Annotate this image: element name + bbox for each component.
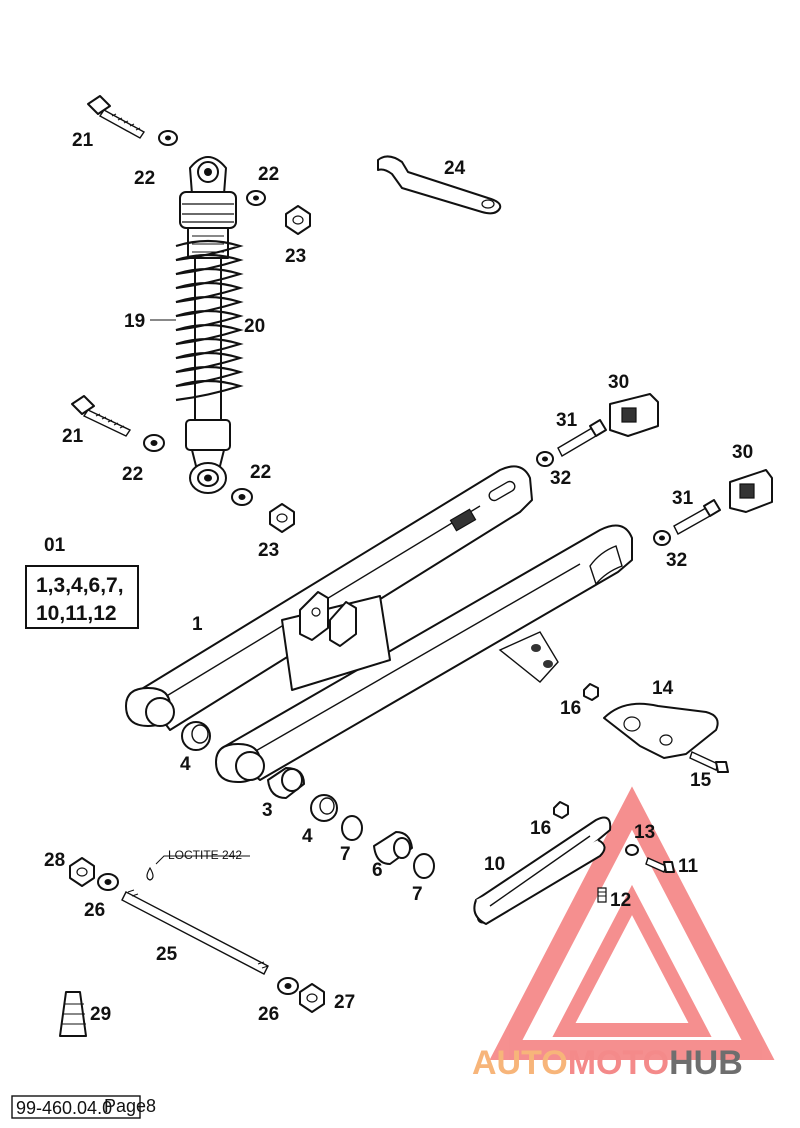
label-22-top-left: 22 [134,168,155,189]
bracket-30-upper [609,393,659,437]
footer-ref-box [11,1095,141,1119]
label-16-upper: 16 [560,698,581,719]
label-7-lower: 7 [412,884,423,905]
watermark-part-moto: MOTO [568,1044,669,1082]
label-13: 13 [634,822,655,843]
label-28: 28 [44,850,65,871]
nut-28 [69,857,95,887]
watermark-brand: AUTOMOTOHUB [472,1044,743,1082]
label-31-lower: 31 [672,488,694,509]
washer-26-right [277,977,299,995]
label-22-top-right: 22 [258,164,279,185]
nut-27 [299,983,325,1013]
watermark-logo-triangle [489,786,775,1060]
label-31-upper: 31 [556,410,578,431]
label-21-top: 21 [72,130,94,151]
label-32-lower: 32 [666,550,687,571]
label-22-bottom-left: 22 [122,464,143,485]
screw-11 [645,857,675,873]
label-4-lower: 4 [302,826,313,847]
washer-13 [625,844,639,856]
o-ring-7-lower [413,853,435,879]
label-14: 14 [652,678,674,699]
sleeve-6 [373,831,413,865]
label-30-upper: 30 [608,372,629,393]
o-ring-7-upper [341,815,363,841]
label-23-bottom: 23 [258,540,279,561]
label-3: 3 [262,800,273,821]
label-11: 11 [678,856,699,877]
nut-16-upper [583,683,599,701]
nut-23-bottom [269,503,295,533]
bracket-30-lower [729,469,773,513]
label-22-bottom-right: 22 [250,462,271,483]
label-1: 1 [192,614,203,635]
label-6: 6 [372,860,383,881]
label-15: 15 [690,770,712,791]
label-01: 01 [44,535,66,556]
kit-box-line-1: 1,3,4,6,7, [36,574,124,597]
label-12: 12 [610,890,631,911]
label-25: 25 [156,944,178,965]
bushing-4-upper [181,721,211,751]
washer-32-upper [536,451,554,467]
kit-box-01 [25,565,139,629]
label-10: 10 [484,854,505,875]
label-29: 29 [90,1004,111,1025]
shock-absorber-19 [179,156,237,494]
nut-23-top [285,205,311,235]
footer-ref: 99-460.04.0 [16,1098,112,1118]
footer-page: Page8 [104,1096,156,1116]
washer-22-top-right [246,190,266,206]
bolt-21-bottom [71,395,132,437]
label-4-upper: 4 [180,754,191,775]
needle-bearing-3 [267,767,305,799]
washer-32-lower [653,530,671,546]
loctite-label: LOCTITE 242 [168,848,242,862]
label-26-left: 26 [84,900,105,921]
washer-22-top-left [158,130,178,146]
shock-spring-20 [175,239,244,402]
bolt-21-top [87,95,146,139]
washer-22-bottom-left [143,434,165,452]
loctite-indicator [146,855,250,881]
insert-12 [597,887,607,903]
bolt-31-lower [673,499,721,535]
label-21-bottom: 21 [62,426,84,447]
washer-22-bottom-right [231,488,253,506]
washer-26-left [97,873,119,891]
bolt-15 [689,751,729,773]
hook-wrench-24 [377,155,502,215]
watermark-part-auto: AUTO [472,1044,568,1082]
pivot-shaft-25 [121,889,269,975]
label-27: 27 [334,992,355,1013]
label-26-right: 26 [258,1004,279,1025]
chain-slider-10 [473,816,612,925]
label-19: 19 [124,311,145,332]
chain-guide-14 [603,702,719,759]
watermark-part-hub: HUB [669,1044,743,1082]
swingarm-1 [125,465,633,783]
grease-nipple-29 [59,991,87,1037]
label-7-upper: 7 [340,844,351,865]
label-24: 24 [444,158,466,179]
nut-16-lower [553,801,569,819]
bolt-31-upper [557,419,607,457]
label-20: 20 [244,316,265,337]
label-23-top: 23 [285,246,306,267]
bushing-4-lower [310,794,338,822]
label-30-lower: 30 [732,442,753,463]
label-32-upper: 32 [550,468,571,489]
label-16-lower: 16 [530,818,551,839]
kit-box-line-2: 10,11,12 [36,602,117,625]
